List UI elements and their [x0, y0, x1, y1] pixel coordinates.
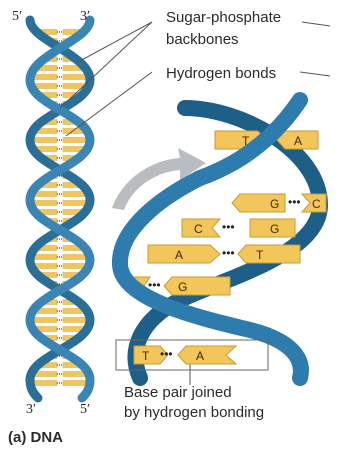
base-A4 [148, 245, 220, 263]
figure-caption: (a) DNA [8, 429, 63, 446]
base-pair-2-right-letter: C [312, 197, 321, 211]
small-helix [30, 20, 90, 398]
label-hydrogen-bonds: Hydrogen bonds [166, 65, 276, 82]
strand-label-top-right: 3′ [80, 9, 90, 24]
base-pair-3-right-letter: G [270, 222, 279, 236]
label-base-pair-line2: by hydrogen bonding [124, 404, 264, 421]
base-pair-3-left-letter: C [194, 222, 203, 236]
base-pair-4: A T ••• [148, 245, 300, 263]
base-pair-2: G C ••• [232, 194, 326, 212]
base-G5 [164, 277, 230, 295]
base-pair-4-left-letter: A [175, 248, 183, 262]
base-pair-1-right-letter: A [294, 134, 302, 148]
hbond-dots-6: ••• [160, 347, 173, 361]
strand-label-top-left: 5′ [12, 9, 22, 24]
label-base-pair-line1: Base pair joined [124, 384, 232, 401]
base-pair-6-right-letter: A [196, 349, 204, 363]
strand-label-bottom-right: 5′ [80, 402, 90, 417]
base-pair-4-right-letter: T [256, 248, 264, 262]
label-backbones: backbones [166, 31, 239, 48]
hbond-dots-4: ••• [222, 246, 235, 260]
strand-label-bottom-left: 3′ [26, 402, 36, 417]
hbond-dots-2: ••• [288, 195, 301, 209]
large-helix: T A ••• G C ••• C G ••• [116, 100, 326, 378]
base-pair-3: C G ••• [182, 219, 295, 237]
hbond-callout-line-right [300, 72, 330, 76]
hbond-callout-line [66, 72, 152, 136]
base-A6 [178, 346, 236, 364]
label-sugar-phosphate: Sugar-phosphate [166, 9, 281, 26]
base-pair-2-left-letter: G [270, 197, 279, 211]
base-T4 [238, 245, 300, 263]
backbone-callout-line-right [302, 22, 330, 26]
hbond-dots-3: ••• [222, 220, 235, 234]
base-pair-5-right-letter: G [178, 280, 187, 294]
base-pair-6-left-letter: T [142, 349, 150, 363]
